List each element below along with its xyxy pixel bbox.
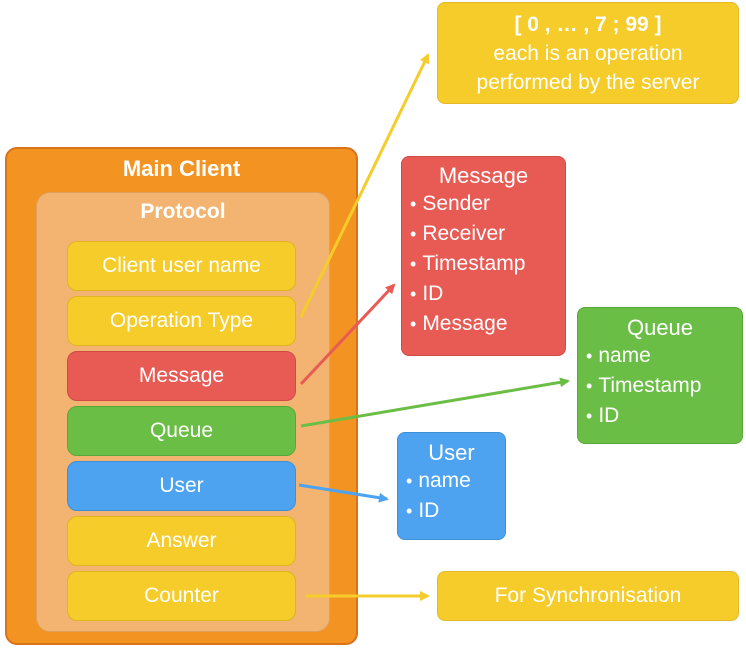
arrow-queue: [300, 377, 570, 428]
operation-note-line1: each is an operation: [493, 42, 683, 65]
operation-range: [ 0 , … , 7 ; 99 ]: [514, 13, 662, 36]
message-item-timestamp: Timestamp: [410, 249, 565, 279]
field-operation-type: Operation Type: [67, 296, 296, 346]
arrow-operation-type: [299, 53, 430, 318]
protocol-title: Protocol: [140, 200, 226, 223]
user-item-id: ID: [406, 496, 505, 526]
queue-item-name: name: [586, 341, 742, 371]
message-box-list: Sender Receiver Timestamp ID Message: [402, 189, 565, 339]
message-item-message: Message: [410, 309, 565, 339]
queue-box-list: name Timestamp ID: [578, 341, 742, 431]
operation-note-box: [ 0 , … , 7 ; 99 ] each is an operation …: [437, 2, 739, 104]
user-detail-box: User name ID: [397, 432, 506, 540]
field-user: User: [67, 461, 296, 511]
queue-item-id: ID: [586, 401, 742, 431]
queue-box-title: Queue: [626, 315, 694, 340]
field-queue: Queue: [67, 406, 296, 456]
message-item-id: ID: [410, 279, 565, 309]
arrow-user: [298, 483, 389, 503]
synchronisation-note-text: For Synchronisation: [494, 584, 682, 607]
field-client-user-name: Client user name: [67, 241, 296, 291]
main-client-title: Main Client: [122, 156, 241, 181]
field-counter: Counter: [67, 571, 296, 621]
message-item-receiver: Receiver: [410, 219, 565, 249]
message-detail-box: Message Sender Receiver Timestamp ID Mes…: [401, 156, 566, 356]
field-answer: Answer: [67, 516, 296, 566]
user-item-name: name: [406, 466, 505, 496]
arrow-message: [299, 283, 396, 386]
message-box-title: Message: [438, 163, 529, 188]
operation-note-line2: performed by the server: [476, 71, 700, 94]
field-message: Message: [67, 351, 296, 401]
user-box-list: name ID: [398, 466, 505, 526]
queue-detail-box: Queue name Timestamp ID: [577, 307, 743, 444]
synchronisation-note-box: For Synchronisation: [437, 571, 739, 621]
message-item-sender: Sender: [410, 189, 565, 219]
user-box-title: User: [428, 440, 475, 465]
queue-item-timestamp: Timestamp: [586, 371, 742, 401]
